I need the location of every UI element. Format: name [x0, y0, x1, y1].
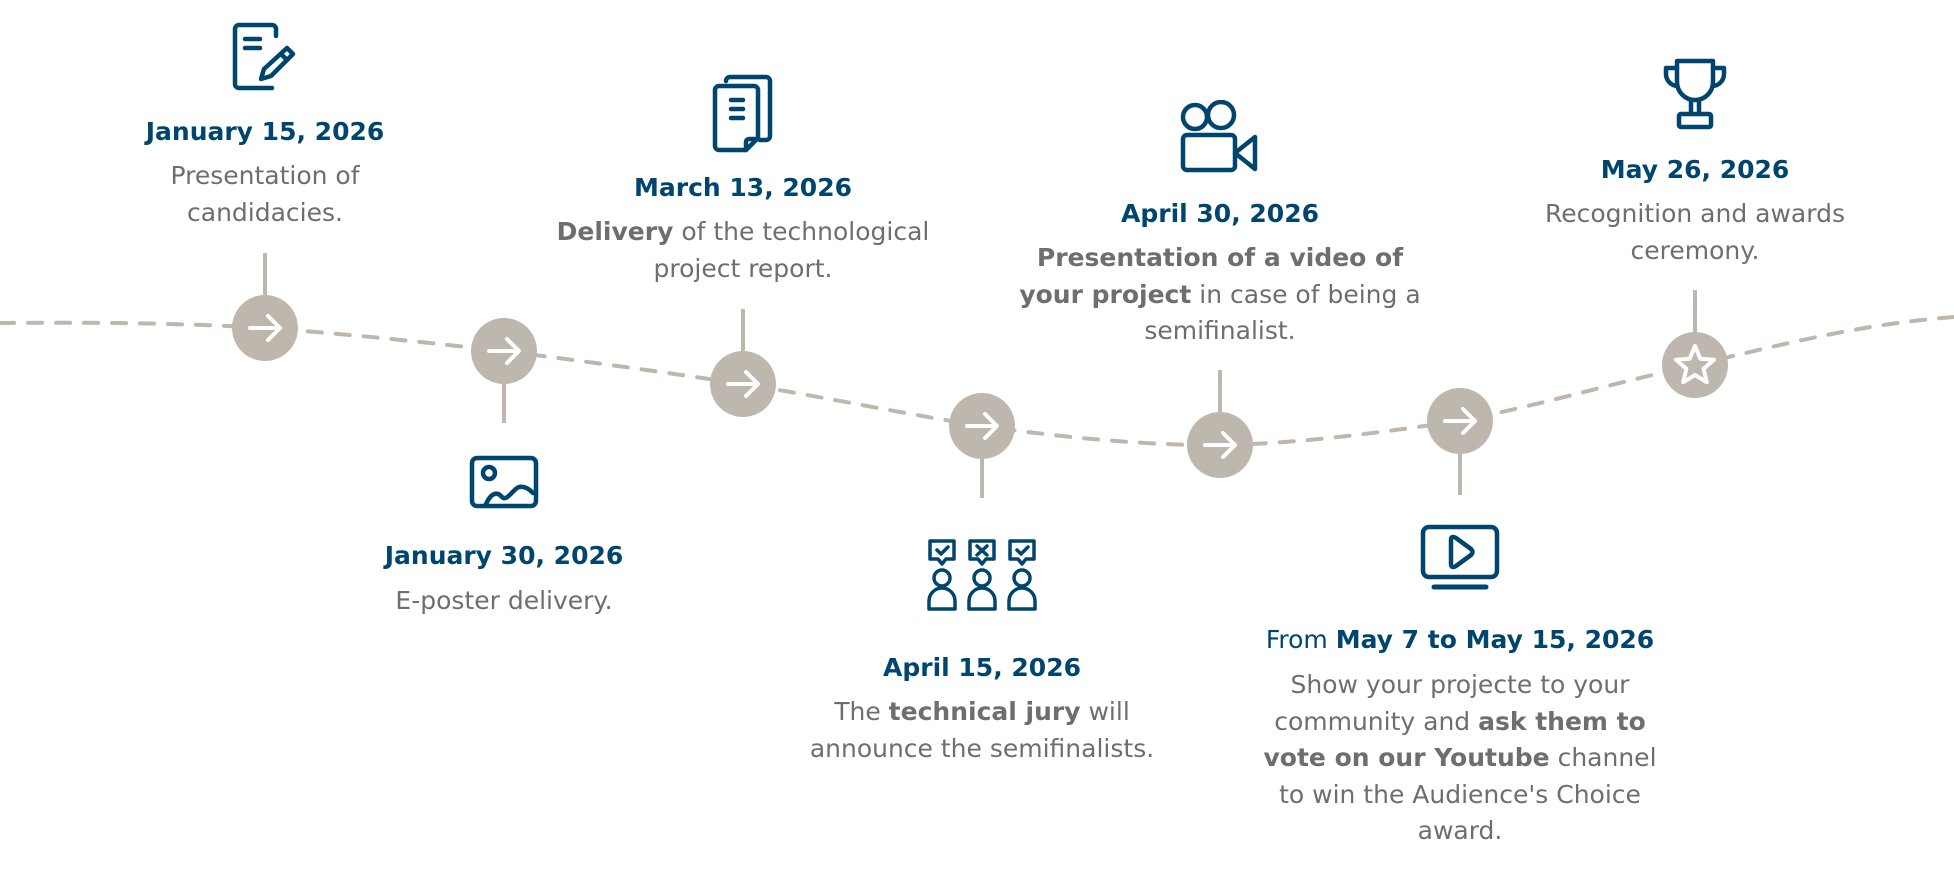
desc-text: E-poster delivery.	[395, 586, 613, 615]
documents-icon	[712, 74, 774, 154]
date-text: January 15, 2026	[145, 117, 385, 146]
milestone-description: Presentation of a video of your project …	[1010, 240, 1430, 350]
arrow-right-icon	[726, 370, 760, 398]
timeline-node[interactable]	[949, 393, 1015, 459]
milestone-date: April 30, 2026	[1010, 198, 1430, 230]
trophy-icon	[1661, 58, 1729, 130]
milestone-date: January 30, 2026	[294, 540, 714, 572]
star-icon	[1674, 344, 1716, 385]
desc-text: The	[834, 697, 889, 726]
milestone-description: The technical jury will announce the sem…	[772, 694, 1192, 767]
arrow-right-icon	[1203, 431, 1237, 459]
desc-text: Recognition and awards ceremony.	[1545, 199, 1845, 265]
timeline-node[interactable]	[471, 318, 537, 384]
arrow-right-icon	[248, 314, 282, 342]
milestone-description: Delivery of the technological project re…	[533, 214, 953, 287]
milestone-date: May 26, 2026	[1485, 154, 1905, 186]
date-prefix: From	[1265, 625, 1336, 654]
milestone-date: April 15, 2026	[772, 652, 1192, 684]
timeline-node[interactable]	[710, 351, 776, 417]
date-text: April 30, 2026	[1121, 199, 1319, 228]
desc-text: of the technological project report.	[653, 217, 930, 283]
date-text: January 30, 2026	[384, 541, 624, 570]
document-edit-icon	[230, 22, 300, 92]
milestone-date: January 15, 2026	[55, 116, 475, 148]
video-camera-icon	[1180, 100, 1260, 174]
milestone-description: Recognition and awards ceremony.	[1485, 196, 1905, 269]
timeline-node[interactable]	[232, 295, 298, 361]
milestone-description: Presentation of candidacies.	[55, 158, 475, 231]
arrow-right-icon	[1443, 407, 1477, 435]
desc-text: Show your projecte to your community and	[1274, 670, 1630, 736]
milestone-date: March 13, 2026	[533, 172, 953, 204]
timeline-node[interactable]	[1662, 332, 1728, 398]
jury-vote-icon	[926, 537, 1038, 613]
date-text: April 15, 2026	[883, 653, 1081, 682]
arrow-right-icon	[965, 412, 999, 440]
desc-bold: Presentation of a video of your project	[1019, 243, 1404, 309]
milestone-description: Show your projecte to your community and…	[1250, 667, 1670, 850]
image-icon	[469, 455, 539, 509]
desc-text: channel to win the Audience's Choice awa…	[1279, 743, 1657, 845]
arrow-right-icon	[487, 337, 521, 365]
desc-text: in case of being a semifinalist.	[1144, 279, 1421, 346]
milestone-description: E-poster delivery.	[294, 583, 714, 620]
desc-bold: Delivery	[556, 217, 674, 246]
desc-text: will announce the semifinalists.	[809, 697, 1155, 763]
timeline-node[interactable]	[1427, 388, 1493, 454]
date-text: May 26, 2026	[1600, 155, 1790, 184]
video-play-icon	[1420, 524, 1500, 590]
node-circle	[1662, 332, 1728, 398]
desc-bold: ask them to vote on our Youtube	[1263, 706, 1646, 773]
timeline-node[interactable]	[1187, 412, 1253, 478]
date-text: March 13, 2026	[634, 173, 852, 202]
date-text: May 7 to May 15, 2026	[1335, 625, 1655, 654]
milestone-date: From May 7 to May 15, 2026	[1250, 624, 1670, 656]
desc-bold: technical jury	[888, 697, 1081, 726]
desc-text: Presentation of candidacies.	[170, 161, 360, 227]
